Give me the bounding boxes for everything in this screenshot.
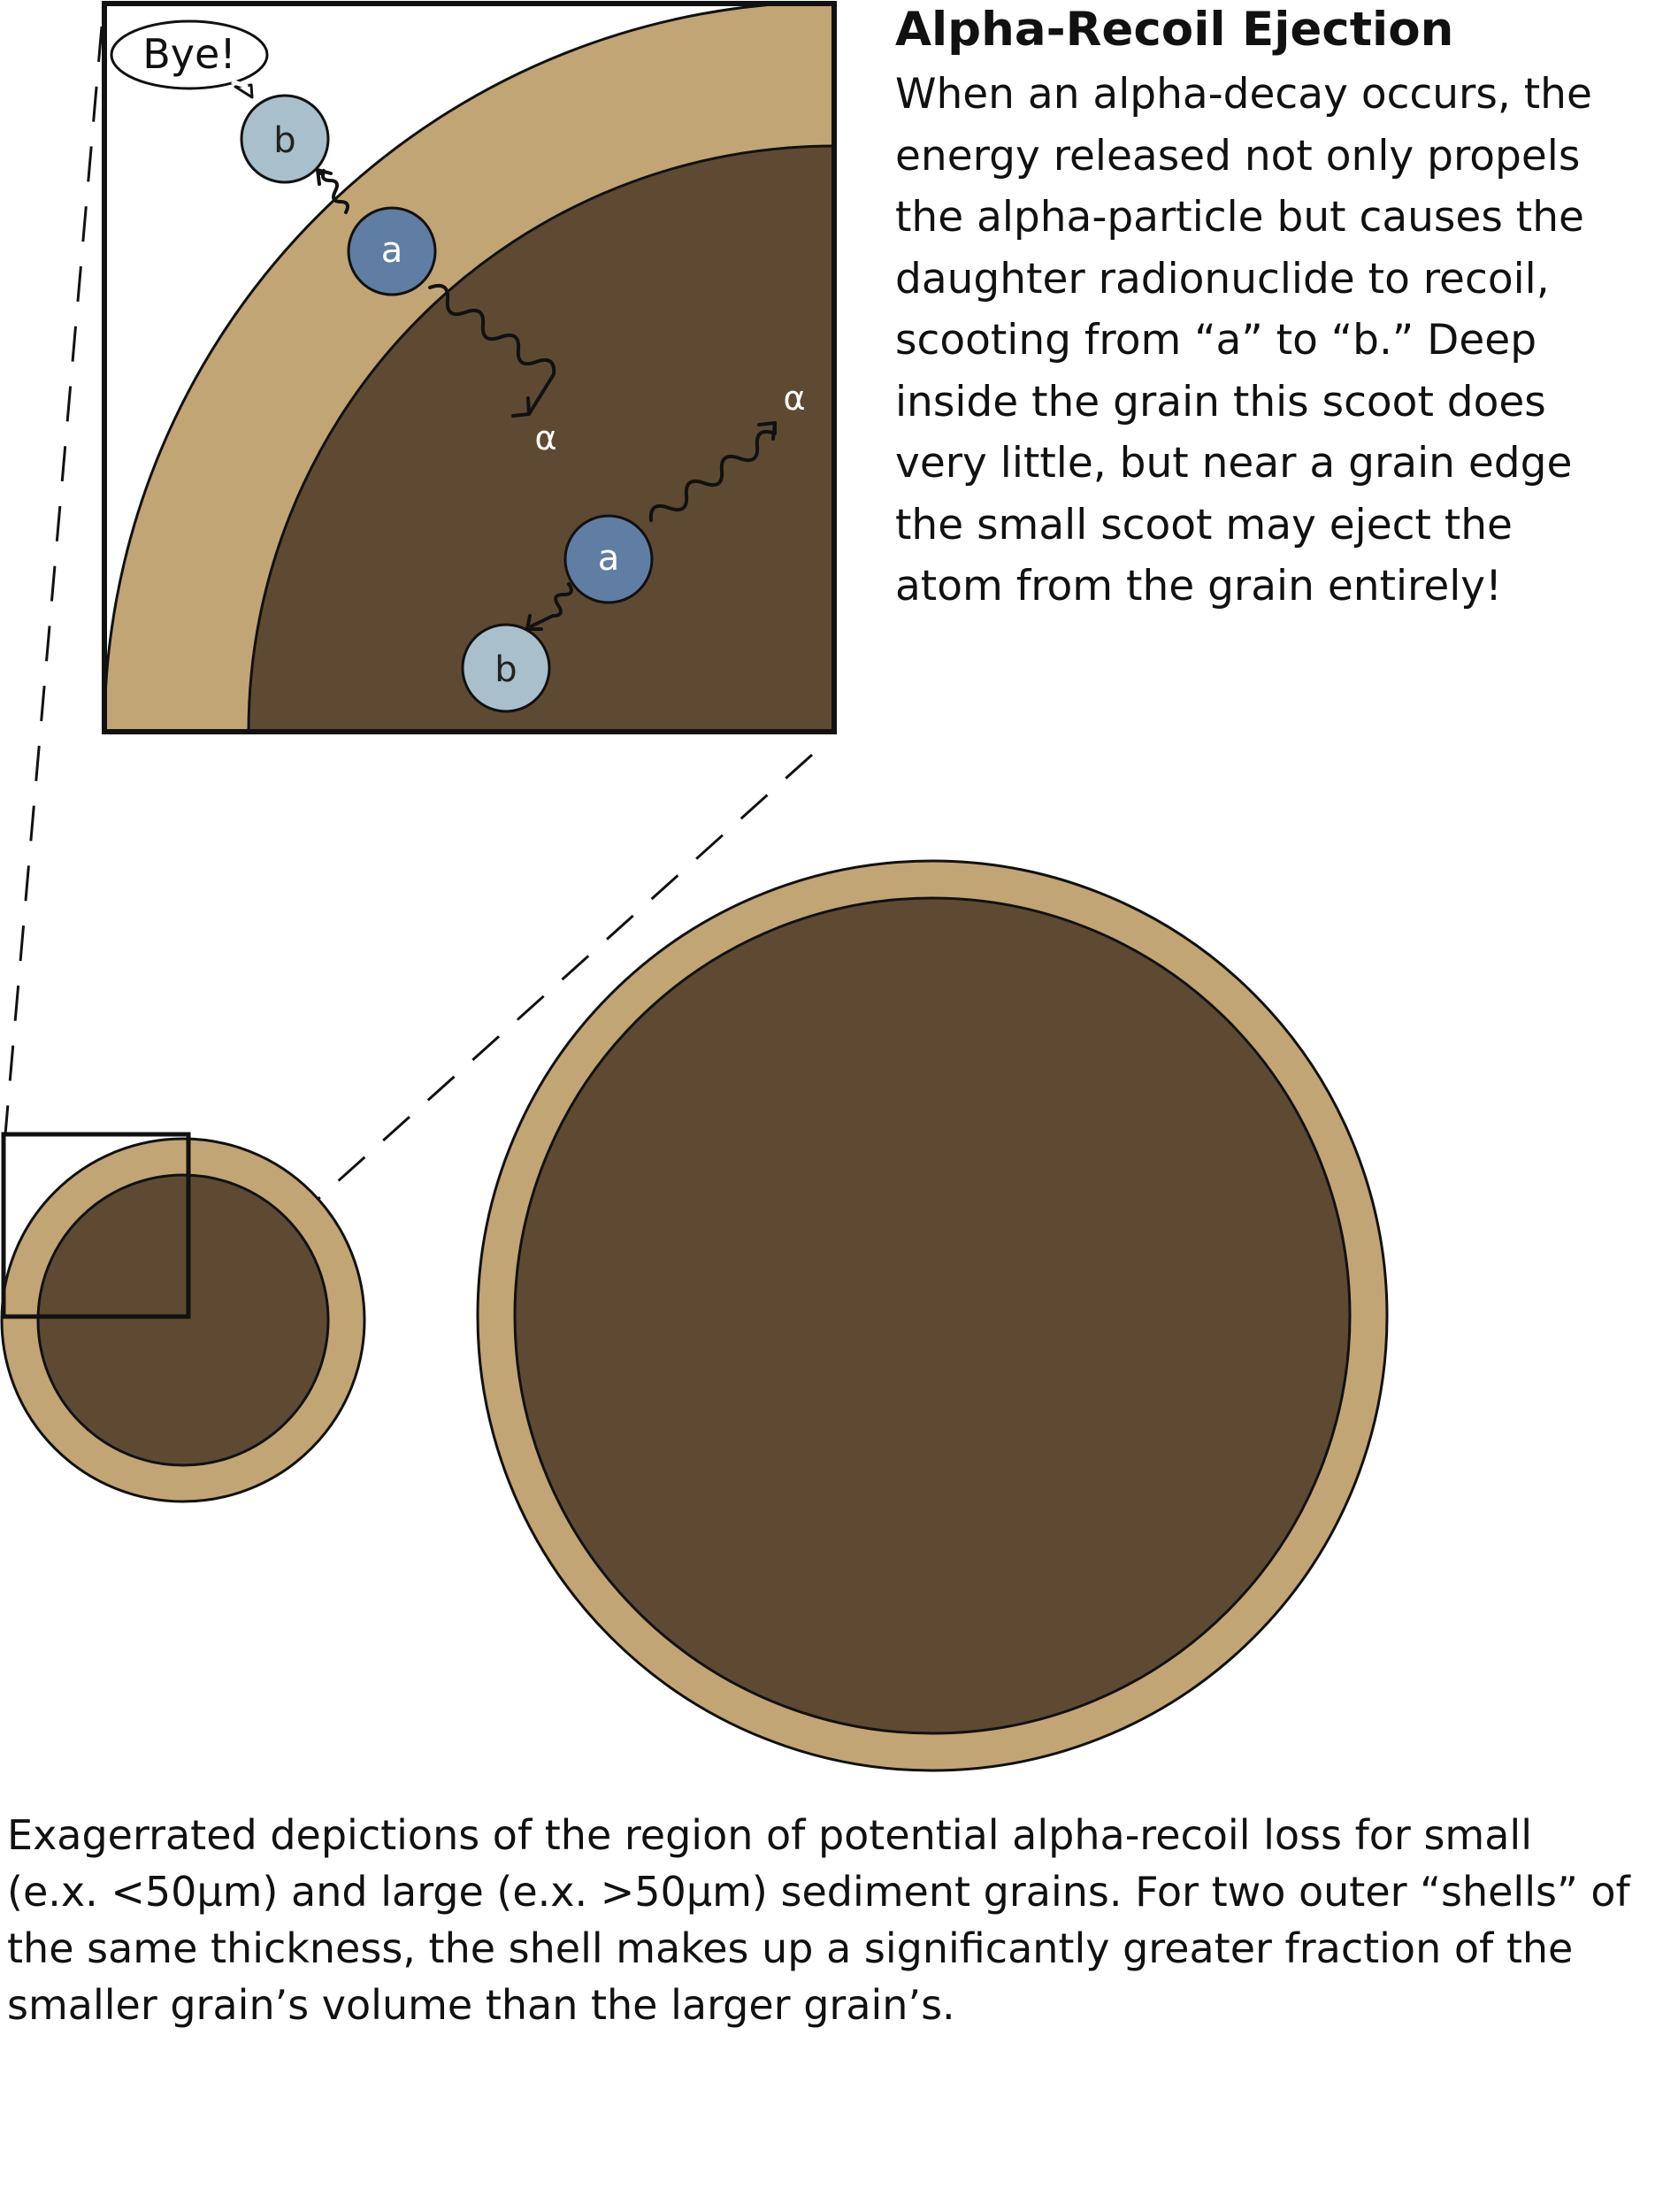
zoom-projection-lines	[4, 26, 814, 1317]
description-line: scooting from “a” to “b.” Deep	[895, 316, 1537, 365]
small-grain	[0, 1137, 366, 1503]
interior-daughter-atom: b	[461, 623, 551, 713]
diagram-title: Alpha-Recoil Ejection	[895, 3, 1454, 57]
inset-grain-core	[247, 144, 834, 732]
description-text: When an alpha-decay occurs, the energy r…	[895, 64, 1656, 618]
caption-line: the same thickness, the shell makes up a…	[7, 1924, 1574, 1972]
zoom-inset-frame	[102, 1, 837, 734]
surface-alpha-arrow	[428, 283, 556, 418]
interior-daughter-label: b	[494, 649, 517, 690]
description-line: atom from the grain entirely!	[895, 562, 1502, 611]
surface-recoil-arrow	[316, 168, 349, 214]
surface-alpha-label: α	[534, 419, 556, 457]
surface-parent-atom: a	[347, 206, 437, 296]
surface-daughter-label: b	[273, 120, 295, 161]
interior-parent-atom: a	[563, 514, 654, 604]
caption-line: (e.x. <50μm) and large (e.x. >50μm) sedi…	[7, 1868, 1630, 1916]
interior-alpha-arrow	[648, 421, 777, 522]
small-grain-core	[36, 1173, 330, 1467]
description-line: daughter radionuclide to recoil,	[895, 254, 1550, 303]
interior-recoil-arrow	[525, 582, 573, 631]
speech-bubble-text: Bye!	[142, 30, 236, 78]
projection-line-right	[187, 753, 814, 1317]
interior-parent-label: a	[598, 538, 620, 579]
caption-line: Exagerrated depictions of the region of …	[7, 1811, 1532, 1859]
description-line: inside the grain this scoot does	[895, 377, 1546, 426]
description-line: very little, but near a grain edge	[895, 439, 1573, 488]
description-line: energy released not only propels	[895, 131, 1581, 180]
surface-daughter-atom: b	[240, 94, 330, 184]
caption-line: smaller grain’s volume than the larger g…	[7, 1981, 955, 2029]
large-grain-core	[513, 896, 1352, 1735]
zoom-source-box	[1, 1132, 191, 1319]
figure-caption: Exagerrated depictions of the region of …	[7, 1807, 1652, 2033]
zoom-inset: b a a b α α Bye!	[102, 1, 837, 734]
large-grain	[476, 859, 1389, 1772]
interior-alpha-label: α	[783, 379, 805, 418]
description-line: the alpha-particle but causes the	[895, 193, 1584, 242]
surface-parent-label: a	[381, 230, 403, 271]
description-line: When an alpha-decay occurs, the	[895, 70, 1592, 119]
projection-line-left	[4, 26, 103, 1135]
speech-bubble: Bye!	[110, 19, 269, 99]
description-line: the small scoot may eject the	[895, 500, 1513, 549]
